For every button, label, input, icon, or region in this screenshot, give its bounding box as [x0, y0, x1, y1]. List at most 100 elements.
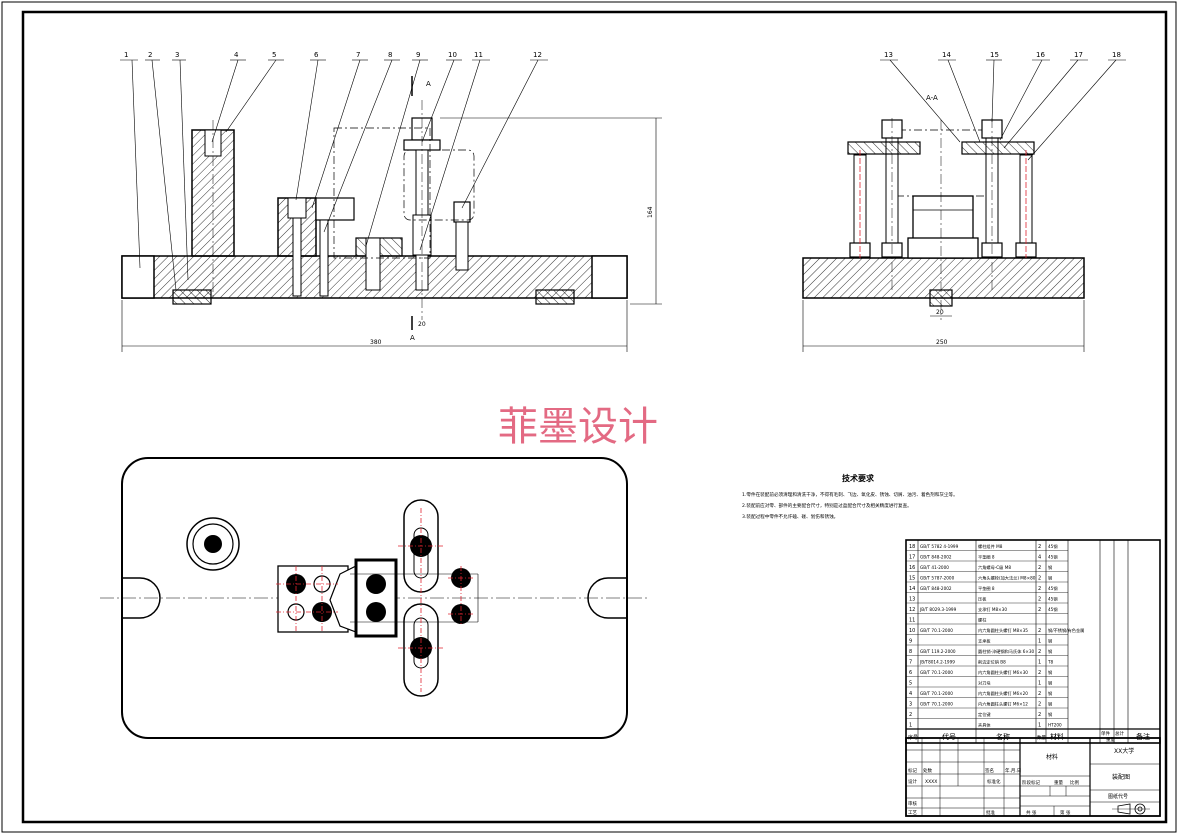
bom-header-total: 总计 [1115, 730, 1124, 737]
bom-row-material: 45钢 [1048, 606, 1058, 613]
tb-check: 审核 [908, 800, 917, 807]
bom-row-name: 支承板 [978, 638, 991, 645]
inner-border [21, 10, 1168, 824]
tb-sheet: 第 张 [1060, 809, 1071, 816]
bom-row-code: GB/T 119.2-2000 [920, 649, 956, 654]
bom-row-name: 六角螺母-C级 M8 [978, 564, 1011, 571]
bom-row-no: 10 [909, 628, 915, 634]
bom-row-code: JB/T 8029.3-1999 [919, 607, 957, 612]
tech-req-line-3: 3.装配过程中零件不允许磕、碰、划伤和锈蚀。 [742, 513, 838, 520]
balloon-13: 13 [884, 51, 893, 59]
tb-sheets: 共 张 [1026, 809, 1037, 816]
tb-date: 年.月.日 [1005, 767, 1021, 774]
bom-row-code: JB/T8014.2-1999 [919, 660, 955, 665]
side-section-view: A-A 250 20 [802, 94, 1085, 352]
bom-row-material: 钢 [1048, 690, 1052, 697]
tech-req-line-1: 1.零件在装配前必须清理和清洗干净，不得有毛刺、飞边、氧化皮、锈蚀、切屑、油污、… [742, 491, 958, 498]
bom-row-name: 压板 [978, 596, 987, 603]
dim-front-height: 164 [647, 206, 654, 218]
bom-row-name: 内六角圆柱头螺钉 M6×30 [978, 669, 1028, 676]
bom-row-no: 1 [909, 723, 912, 729]
tb-sign: 签名 [985, 767, 994, 774]
bom-row-name: 六角头螺栓(加大法兰) M8×80 [978, 575, 1036, 582]
bom-row-no: 18 [909, 544, 915, 550]
bom-row-no: 4 [909, 691, 912, 697]
tb-designer: XXXX [925, 779, 937, 785]
tb-weight: 重量 [1054, 779, 1063, 786]
bom-row-no: 15 [909, 576, 915, 582]
bom-row-name: 平垫圈 8 [978, 585, 995, 592]
projection-symbol-icon [1112, 803, 1150, 815]
bom-header-code: 代号 [942, 732, 956, 741]
bom-row-material: 45钢 [1048, 585, 1058, 592]
balloon-8: 8 [388, 51, 392, 59]
bom-row-qty: 2 [1038, 691, 1041, 697]
bom-row-code: GB/T 70.1-2000 [920, 702, 953, 707]
bom-row-no: 7 [909, 660, 912, 666]
bom-row-code: GB/T 848-2002 [920, 555, 952, 560]
bom-row-code: GB/T 5782 4-1999 [920, 544, 959, 549]
tb-drawing-name: 装配图 [1112, 773, 1130, 781]
bom-header-remark: 备注 [1136, 732, 1150, 741]
balloon-3: 3 [175, 51, 179, 59]
bom-row-no: 8 [909, 649, 912, 655]
bom-row-no: 5 [909, 681, 912, 687]
tech-req-line-2: 2.装配前应对零、部件的主要配合尺寸，特别是过盈配合尺寸及相关精度进行复查。 [742, 502, 912, 509]
front-section-view: A A 380 164 20 [121, 76, 662, 352]
bom-header-name: 名称 [996, 732, 1010, 741]
balloons-side: 13 14 15 16 17 18 [884, 51, 1121, 59]
dim-side-width: 250 [936, 339, 948, 346]
bom-row-code: GB/T 848-2002 [920, 586, 952, 591]
bom-row-name: 圆柱销-淬硬钢和马氏体 6×30 [978, 648, 1035, 655]
section-mark-bottom: A [410, 334, 415, 342]
bom-row-no: 12 [909, 607, 915, 613]
bom-row-name: 夹具体 [978, 722, 991, 729]
bom-row-no: 14 [909, 586, 915, 592]
tb-std: 标准化 [987, 778, 1001, 785]
bom-row-qty: 1 [1038, 639, 1041, 645]
tech-req-title: 技术要求 [842, 473, 875, 483]
title-block [905, 737, 1161, 817]
bom-row-material: HT200 [1048, 723, 1062, 728]
bom-row-name: 内六角圆柱头螺钉 M8×35 [978, 627, 1028, 634]
bom-row-no: 13 [909, 597, 915, 603]
bom-row-material: 45钢 [1048, 554, 1058, 561]
bom-row-qty: 2 [1038, 670, 1041, 676]
bom-row-material: 钢 [1048, 680, 1052, 687]
bom-row-no: 9 [909, 639, 912, 645]
bom-header-single: 单件 [1101, 730, 1110, 737]
bom-row-name: 螺柱 [978, 617, 987, 624]
bom-row-name: 定位键 [978, 711, 991, 718]
tb-approve: 批准 [986, 809, 995, 816]
top-view [100, 457, 650, 739]
bom-row-material: 钢/不锈钢/有色金属 [1048, 627, 1084, 634]
bom-row-name: 对刀块 [978, 680, 991, 687]
title-block-text: 材料 XX大学 装配图 图纸代号 标记 处数 签名 年.月.日 设计 XXXX … [908, 747, 1150, 816]
bom-row-name: 支承钉 M8×30 [978, 606, 1007, 613]
balloon-1: 1 [124, 51, 128, 59]
bom-row-qty: 2 [1038, 586, 1041, 592]
tb-stage: 阶段标记 [1022, 779, 1040, 786]
bom-row-no: 11 [909, 618, 915, 624]
bom-row-material: T8 [1047, 660, 1054, 665]
tb-drawing-code: 图纸代号 [1108, 793, 1128, 800]
bom-row-code: GB/T 70.1-2000 [920, 670, 953, 675]
tb-mark: 标记 [908, 767, 917, 774]
balloon-15: 15 [990, 51, 999, 59]
tb-design: 设计 [908, 778, 917, 785]
bom-row-no: 17 [909, 555, 915, 561]
bom-row-no: 16 [909, 565, 915, 571]
dim-side-small: 20 [936, 309, 944, 316]
bom-row-qty: 4 [1038, 555, 1041, 561]
bom-row-material: 钢 [1048, 669, 1052, 676]
bom-row-qty: 1 [1038, 681, 1041, 687]
balloon-17: 17 [1074, 51, 1083, 59]
tb-count: 处数 [923, 767, 932, 774]
balloon-11: 11 [474, 51, 483, 59]
bom-row-name: 平垫圈 8 [978, 554, 995, 561]
bom-header-weight: 重量 [1106, 736, 1115, 743]
tb-material: 材料 [1046, 753, 1058, 761]
bom-row-qty: 2 [1038, 702, 1041, 708]
